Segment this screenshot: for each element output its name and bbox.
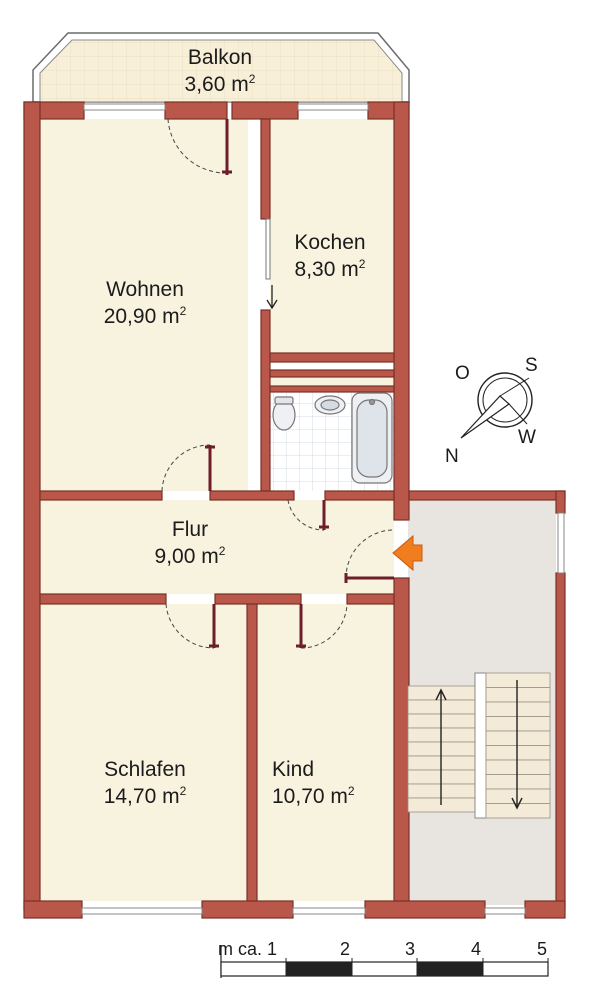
stair-tread: [485, 788, 551, 804]
stair-tread: [485, 759, 551, 775]
scale-tick-4: 4: [471, 939, 482, 959]
label-kochen: Kochen 8,30 m2: [265, 229, 395, 283]
walls: [23, 101, 566, 919]
label-wohnen: Wohnen 20,90 m2: [75, 276, 215, 330]
room-name-balkon: Balkon: [187, 46, 253, 69]
windows: [81, 103, 565, 915]
room-area-schlafen: 14,70 m2: [103, 784, 187, 808]
doors: [161, 118, 393, 649]
stair-tread: [485, 745, 551, 761]
compass-label-o: O: [455, 363, 470, 384]
kind-floor: [257, 604, 394, 901]
compass-label-w: W: [518, 427, 536, 448]
stair-arrow-up: [435, 688, 447, 805]
stair-run-down: [485, 672, 551, 819]
compass-circle: [477, 372, 533, 428]
entry-arrow: [392, 534, 423, 572]
bad-fixtures: [272, 392, 393, 484]
staircase: [407, 672, 551, 819]
sliding-door: [265, 218, 271, 280]
stair-tread: [485, 716, 551, 732]
room-name-kochen: Kochen: [294, 231, 366, 254]
room-area-kind: 10,70 m2: [272, 784, 355, 808]
stair-tread: [485, 803, 551, 819]
label-balkon: Balkon 3,60 m2: [150, 44, 290, 98]
stair-tread: [485, 701, 551, 717]
scale-tick-2: 2: [340, 939, 351, 959]
stair-arrow-down: [511, 680, 523, 810]
stair-tread: [485, 687, 551, 703]
room-name-schlafen: Schlafen: [104, 758, 186, 781]
stair-tread: [485, 672, 551, 688]
room-name-wohnen: Wohnen: [106, 278, 184, 301]
stair-divider: [474, 672, 487, 819]
room-name-flur: Flur: [171, 518, 209, 541]
schlafen-floor: [40, 604, 247, 901]
label-kind: Kind 10,70 m2: [252, 756, 382, 810]
stair-tread: [485, 730, 551, 746]
room-name-kind: Kind: [272, 758, 315, 781]
compass-label-n: N: [445, 446, 459, 467]
scale-bar: [220, 945, 549, 978]
compass: [460, 372, 533, 439]
stair-tread: [485, 774, 551, 790]
room-area-kochen: 8,30 m2: [294, 257, 366, 281]
label-schlafen: Schlafen 14,70 m2: [75, 756, 215, 810]
scale-tick-3: 3: [405, 939, 416, 959]
compass-label-s: S: [525, 355, 538, 376]
door-leaves: [205, 119, 394, 648]
scale-tick-5: 5: [537, 939, 548, 959]
wohnen-floor: [40, 119, 248, 491]
sliding-arrow: [266, 285, 278, 310]
room-area-flur: 9,00 m2: [154, 544, 226, 568]
scale-prefix: m ca. 1: [218, 939, 278, 959]
room-area-wohnen: 20,90 m2: [103, 304, 187, 328]
label-flur: Flur 9,00 m2: [125, 516, 255, 570]
room-area-balkon: 3,60 m2: [184, 72, 256, 96]
flur-floor: [40, 500, 394, 594]
compass-needle: [460, 395, 510, 439]
room-floors: [40, 119, 394, 901]
kochen-floor: [270, 119, 394, 353]
